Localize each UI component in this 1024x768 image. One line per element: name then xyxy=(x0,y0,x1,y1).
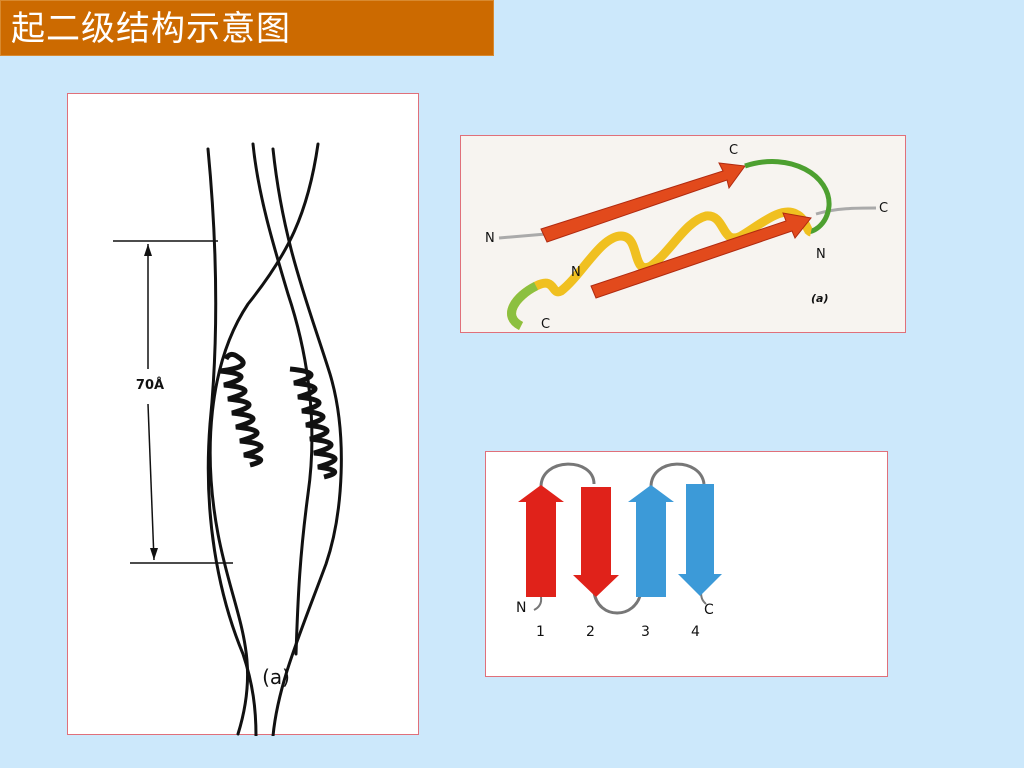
page-title: 起二级结构示意图 xyxy=(11,9,291,49)
label-c-1: C xyxy=(729,143,738,158)
beta-strand-top xyxy=(540,162,746,243)
beta-alpha-beta-panel: N C C N N C (a) xyxy=(460,135,906,333)
helix-strand-2-left xyxy=(251,142,314,656)
arrow-down-icon xyxy=(150,548,158,560)
beta-alpha-beta-diagram: N C C N N C (a) xyxy=(485,143,888,332)
strand-3-arrow xyxy=(628,485,674,597)
loop-3-4 xyxy=(649,462,706,488)
loop-2-3 xyxy=(592,591,643,615)
loop-1-2 xyxy=(539,462,596,488)
beta-alpha-beta-caption: (a) xyxy=(811,292,828,305)
alpha-helix-2 xyxy=(289,366,338,480)
label-n-1: N xyxy=(485,231,495,246)
terminus-c-label: C xyxy=(704,602,714,618)
label-c-3: C xyxy=(541,317,550,332)
label-n-3: N xyxy=(571,265,581,280)
coiled-coil-diagram: 70Å (a) xyxy=(113,142,343,736)
label-c-2: C xyxy=(879,201,888,216)
beta-meander-diagram: N C 1 2 3 4 xyxy=(516,462,722,640)
helix-strand-2-right xyxy=(208,142,320,736)
arrow-up-icon xyxy=(144,244,152,256)
beta-strand-bottom xyxy=(590,212,812,299)
alpha-helix-1 xyxy=(219,351,264,468)
strand-number-4: 4 xyxy=(691,624,700,640)
helix-strand-1-right xyxy=(271,147,343,736)
beta-meander-panel: N C 1 2 3 4 xyxy=(485,451,888,677)
strand-number-3: 3 xyxy=(641,624,650,640)
connecting-loop xyxy=(744,159,832,235)
strand-number-2: 2 xyxy=(586,624,595,640)
terminus-n-label: N xyxy=(516,600,526,616)
strand-1-arrow xyxy=(518,485,564,597)
distance-label: 70Å xyxy=(136,377,164,393)
helix-strand-1-left xyxy=(206,147,258,736)
title-bar: 起二级结构示意图 xyxy=(0,0,494,56)
strand-4-arrow xyxy=(678,484,722,596)
label-n-2: N xyxy=(816,247,826,262)
coiled-coil-caption: (a) xyxy=(262,665,290,689)
coiled-coil-panel: 70Å (a) xyxy=(67,93,419,736)
strand-number-1: 1 xyxy=(536,624,545,640)
strand-2-arrow xyxy=(573,487,619,597)
